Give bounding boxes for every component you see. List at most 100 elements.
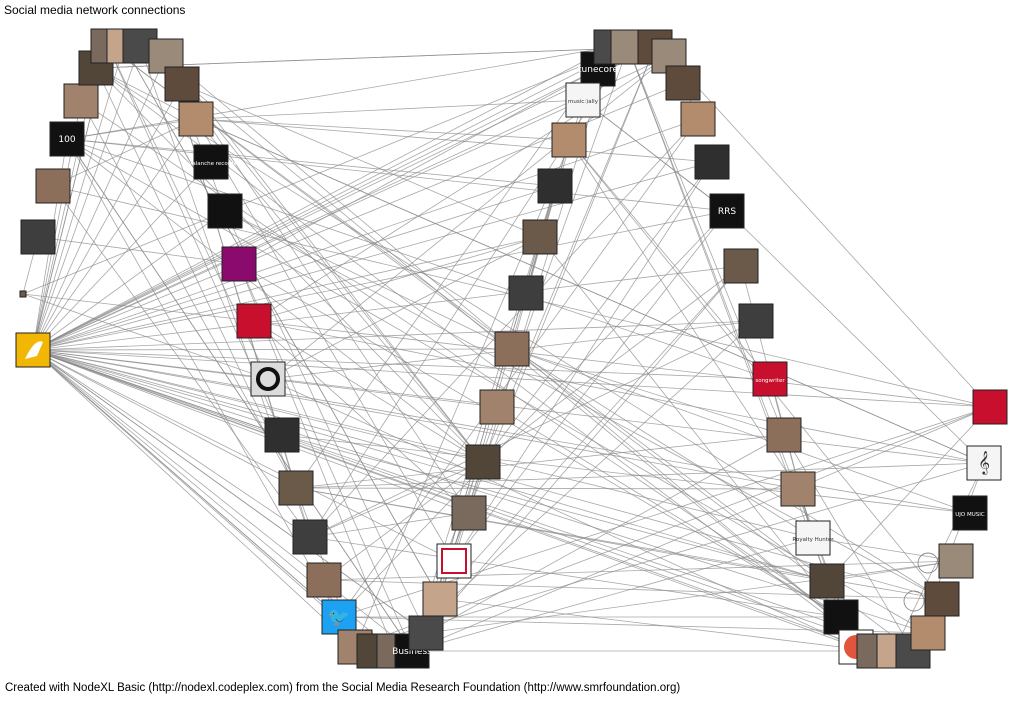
- graph-node-avalanche2[interactable]: [207, 193, 243, 229]
- graph-node-guitar[interactable]: [178, 101, 214, 137]
- person-avatar-icon: [508, 275, 544, 311]
- graph-edge: [32, 185, 556, 351]
- graph-node-l3[interactable]: [292, 519, 328, 555]
- graph-edge: [253, 320, 985, 464]
- graph-edge: [453, 210, 728, 562]
- graph-edge: [338, 118, 699, 618]
- logo-icon: [236, 303, 272, 339]
- graph-edge: [32, 161, 212, 351]
- graph-edge: [253, 320, 484, 463]
- graph-node-r4[interactable]: [780, 471, 816, 507]
- graph-node-cartoon[interactable]: [809, 563, 845, 599]
- person-avatar-icon: [264, 417, 300, 453]
- graph-node-r2[interactable]: [738, 303, 774, 339]
- graph-edge: [453, 161, 713, 562]
- graph-node-c10[interactable]: [408, 615, 444, 651]
- graph-edge: [411, 406, 991, 652]
- graph-node-glasses[interactable]: [20, 219, 56, 255]
- graph-node-c7[interactable]: [465, 444, 501, 480]
- graph-edge: [66, 46, 612, 140]
- person-avatar-icon: [306, 562, 342, 598]
- graph-edge: [32, 45, 141, 351]
- graph-edge: [32, 349, 799, 490]
- graph-edge: [195, 118, 484, 463]
- person-avatar-icon: [665, 65, 701, 101]
- graph-edge: [66, 118, 197, 140]
- graph-edge: [181, 83, 484, 463]
- graph-node-c9[interactable]: [422, 581, 458, 617]
- graph-edge: [66, 138, 929, 634]
- person-avatar-icon: [680, 101, 716, 137]
- graph-node-twitter[interactable]: 🐦: [321, 599, 357, 635]
- graph-edge: [309, 536, 842, 618]
- graph-node-stamp[interactable]: [436, 543, 472, 579]
- logo-icon: [795, 520, 831, 556]
- person-avatar-icon: [809, 563, 845, 599]
- graph-node-magenta[interactable]: [221, 246, 257, 282]
- self-loop-layer: [903, 552, 939, 612]
- graph-edge: [66, 138, 484, 463]
- graph-node-clef[interactable]: 𝄞: [966, 445, 1002, 481]
- graph-node-far4[interactable]: [910, 615, 946, 651]
- graph-node-hub[interactable]: [15, 332, 51, 368]
- person-avatar-icon: [164, 66, 200, 102]
- graph-node-tr4[interactable]: [694, 144, 730, 180]
- graph-node-br1[interactable]: [823, 599, 859, 635]
- graph-edge: [32, 68, 599, 351]
- node-label: 𝄞: [978, 450, 990, 475]
- graph-node-r3[interactable]: [766, 417, 802, 453]
- graph-node-c3[interactable]: [522, 219, 558, 255]
- graph-node-royalty[interactable]: Royalty Hunter: [792, 520, 834, 556]
- graph-title: Social media network connections: [4, 3, 186, 17]
- graph-edge: [354, 406, 991, 648]
- graph-edge: [32, 349, 470, 514]
- graph-node-far1[interactable]: [972, 389, 1008, 425]
- graph-node-100[interactable]: 100: [49, 121, 85, 157]
- logo-icon: [565, 82, 601, 118]
- person-avatar-icon: [20, 219, 56, 255]
- graph-node-rr[interactable]: RRS: [709, 193, 745, 229]
- node-label: songwriter: [755, 378, 785, 384]
- self-loop-edge: [903, 590, 925, 612]
- graph-node-c8[interactable]: [451, 495, 487, 531]
- person-avatar-icon: [537, 168, 573, 204]
- graph-node-tl1[interactable]: [63, 83, 99, 119]
- graph-node-tl7[interactable]: [164, 66, 200, 102]
- graph-node-ujo[interactable]: UJO MUSIC: [952, 495, 988, 531]
- graph-node-tr3[interactable]: [680, 101, 716, 137]
- graph-edge: [253, 55, 670, 322]
- graph-node-c2[interactable]: [537, 168, 573, 204]
- graph-node-c1[interactable]: [551, 122, 587, 158]
- graph-edge: [482, 161, 713, 463]
- graph-node-pink[interactable]: [35, 168, 71, 204]
- graph-node-far3[interactable]: [924, 581, 960, 617]
- graph-edge: [66, 138, 413, 652]
- graph-node-avalanche[interactable]: avalanche records: [186, 144, 237, 180]
- graph-edge: [295, 46, 612, 489]
- graph-node-c4[interactable]: [508, 275, 544, 311]
- graph-edge: [32, 210, 226, 351]
- graph-edge: [95, 67, 297, 489]
- graph-edge: [195, 118, 455, 562]
- graph-node-redpiano[interactable]: [236, 303, 272, 339]
- graph-node-small[interactable]: [19, 290, 27, 298]
- graph-node-musically[interactable]: music:)ally: [565, 82, 601, 118]
- graph-node-c5[interactable]: [494, 331, 530, 367]
- graph-node-far2[interactable]: [938, 543, 974, 579]
- graph-node-l2[interactable]: [278, 470, 314, 506]
- graph-edge: [826, 560, 957, 582]
- graph-node-tr2[interactable]: [665, 65, 701, 101]
- graph-edge: [511, 348, 971, 514]
- graph-node-r1[interactable]: [723, 248, 759, 284]
- graph-node-l4[interactable]: [306, 562, 342, 598]
- graph-node-ring[interactable]: [250, 361, 286, 397]
- graph-node-songwriter[interactable]: songwriter: [752, 361, 788, 397]
- logo-icon: [972, 389, 1008, 425]
- graph-node-l1[interactable]: [264, 417, 300, 453]
- person-avatar-icon: [451, 495, 487, 531]
- graph-edge: [338, 210, 728, 618]
- graph-node-c6[interactable]: [479, 389, 515, 425]
- person-avatar-icon: [738, 303, 774, 339]
- small-avatar-icon: [19, 290, 27, 298]
